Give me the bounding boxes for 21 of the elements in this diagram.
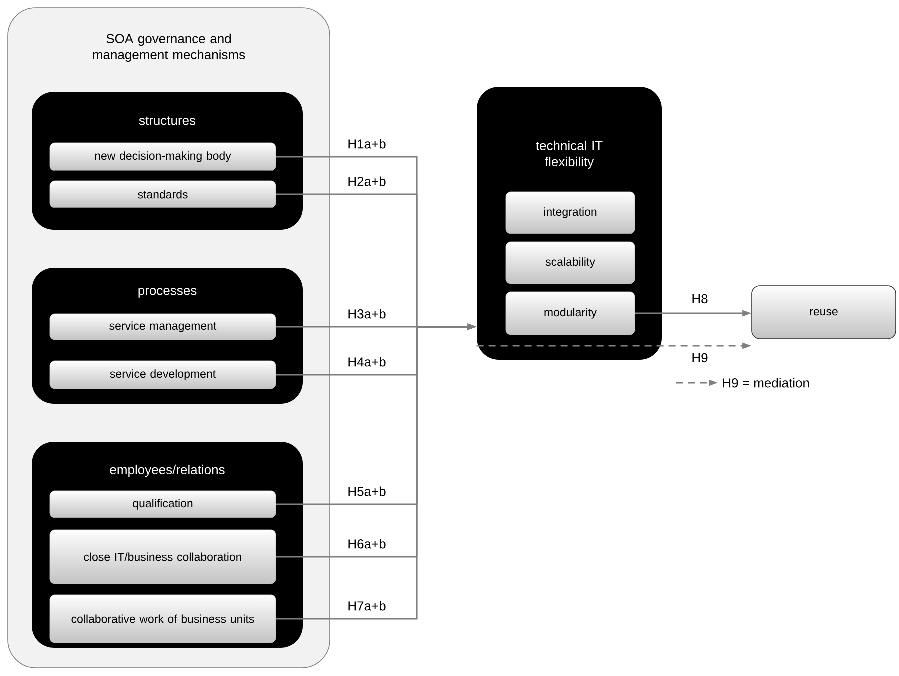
legend-text: H9 = mediation: [723, 378, 810, 388]
edge-label: H6a+b: [348, 539, 386, 549]
item-box: new decision-making body: [50, 142, 276, 172]
edge-label: H1a+b: [348, 139, 386, 149]
edge-label: H7a+b: [348, 601, 386, 611]
item-box: service management: [50, 314, 276, 340]
item-box: service development: [50, 360, 276, 390]
item-box: integration: [506, 192, 636, 234]
item-box: standards: [50, 180, 276, 208]
edge-label: H2a+b: [348, 176, 386, 186]
edge-label: H8: [692, 294, 708, 304]
edge-label: H4a+b: [348, 357, 386, 367]
outcome-box: reuse: [752, 286, 896, 340]
item-box: collaborative work of business units: [50, 594, 276, 644]
item-box: modularity: [506, 292, 636, 336]
item-box: scalability: [506, 242, 636, 284]
edge-label: H5a+b: [348, 486, 386, 496]
item-box: qualification: [50, 490, 276, 518]
edge-label: H3a+b: [348, 309, 386, 319]
edge-label: H9: [692, 353, 708, 363]
item-box: close IT/business collaboration: [50, 530, 276, 584]
